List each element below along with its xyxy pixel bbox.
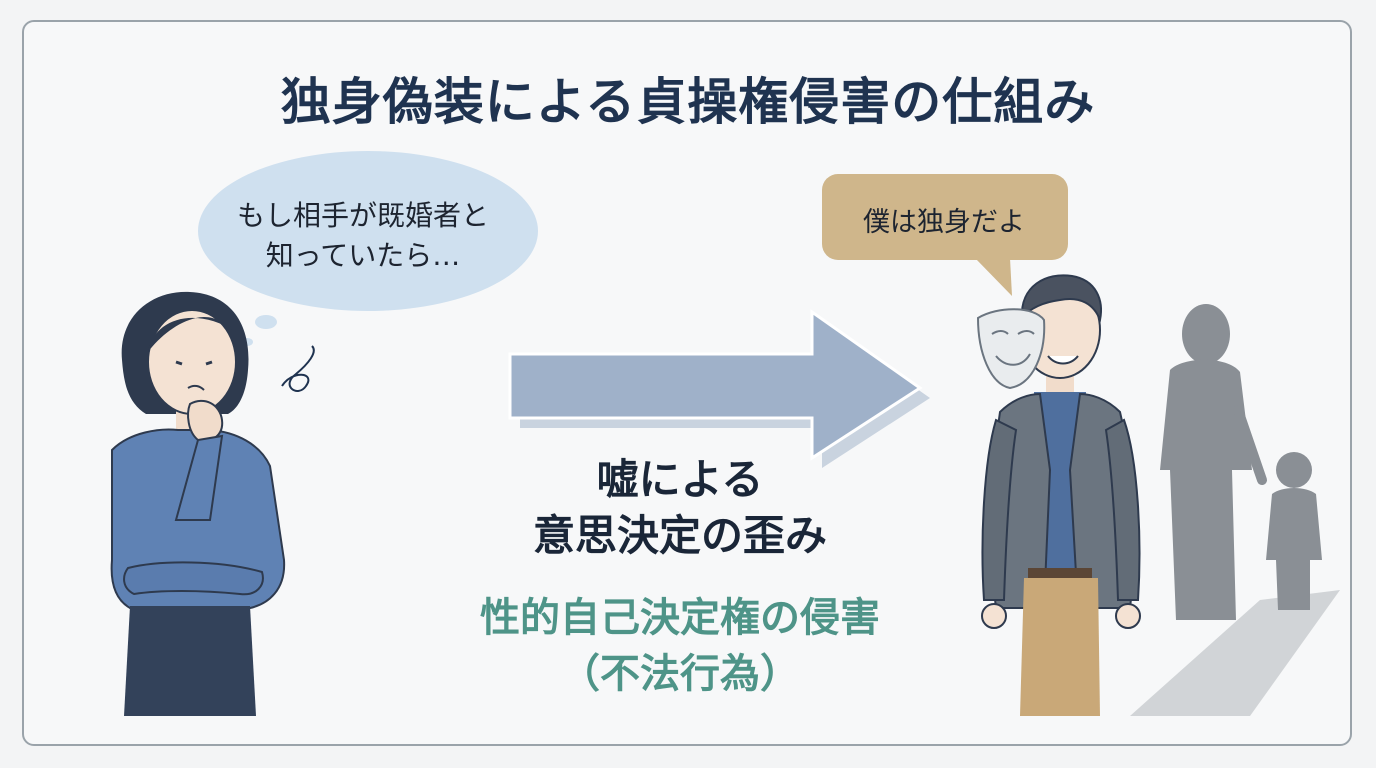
- woman-thought-line-1: もし相手が既婚者と: [236, 199, 489, 232]
- arrow-icon: [508, 309, 930, 468]
- confusion-squiggle-icon: [281, 345, 315, 392]
- cause-line-2: 意思決定の歪み: [532, 511, 827, 560]
- diagram-title: 独身偽装による貞操権侵害の仕組み: [280, 73, 1096, 131]
- man-speech-text: 僕は独身だよ: [863, 207, 1025, 238]
- speech-bubble: [822, 174, 1068, 296]
- cause-line-1: 嘘による: [596, 455, 764, 504]
- man-figure: [976, 274, 1141, 716]
- hidden-family-shadow: [1130, 304, 1340, 716]
- result-label: 性的自己決定権の侵害 （不法行為）: [410, 590, 950, 702]
- cause-label: 嘘による 意思決定の歪み: [470, 452, 890, 564]
- result-line-1: 性的自己決定権の侵害: [480, 595, 880, 641]
- woman-figure: [110, 291, 286, 716]
- woman-thought-line-2: 知っていたら…: [265, 239, 461, 272]
- result-line-2: （不法行為）: [560, 651, 800, 697]
- woman-thought-text: もし相手が既婚者と 知っていたら…: [208, 196, 518, 276]
